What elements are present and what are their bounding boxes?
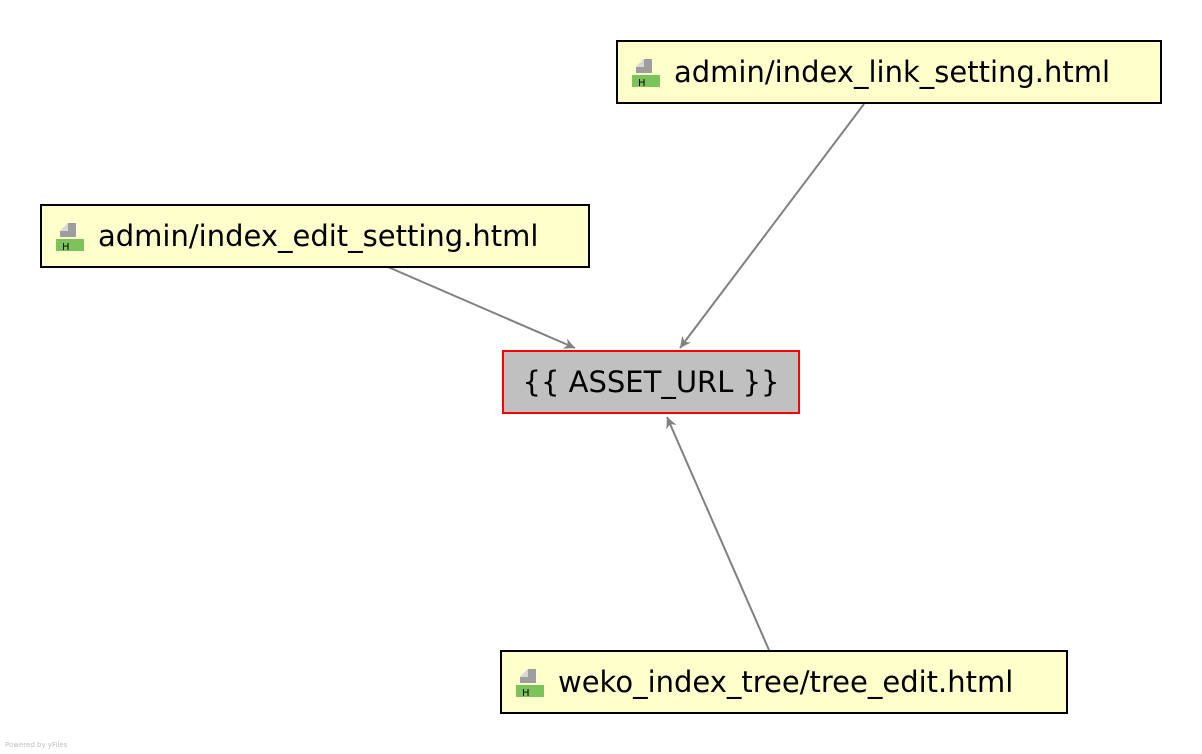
edge-link-setting-to-asset-url [679,103,865,349]
watermark: Powered by yFiles [5,741,68,749]
node-asset-url[interactable]: {{ ASSET_URL }} [502,350,800,414]
svg-text:H: H [638,78,646,88]
html-file-icon: H [516,669,544,698]
node-label: admin/index_link_setting.html [674,54,1111,89]
html-file-icon: H [56,223,84,252]
edge-tree-edit-to-asset-url [666,416,770,651]
edge-edit-setting-to-asset-url [387,266,576,349]
node-index-edit-setting[interactable]: H admin/index_edit_setting.html [40,204,590,268]
svg-text:H: H [62,242,70,252]
node-tree-edit[interactable]: H weko_index_tree/tree_edit.html [500,650,1068,714]
svg-text:H: H [522,688,530,698]
node-label: weko_index_tree/tree_edit.html [558,664,1014,699]
node-label: {{ ASSET_URL }} [522,364,780,399]
node-label: admin/index_edit_setting.html [98,218,539,253]
node-index-link-setting[interactable]: H admin/index_link_setting.html [616,40,1162,104]
html-file-icon: H [632,59,660,88]
